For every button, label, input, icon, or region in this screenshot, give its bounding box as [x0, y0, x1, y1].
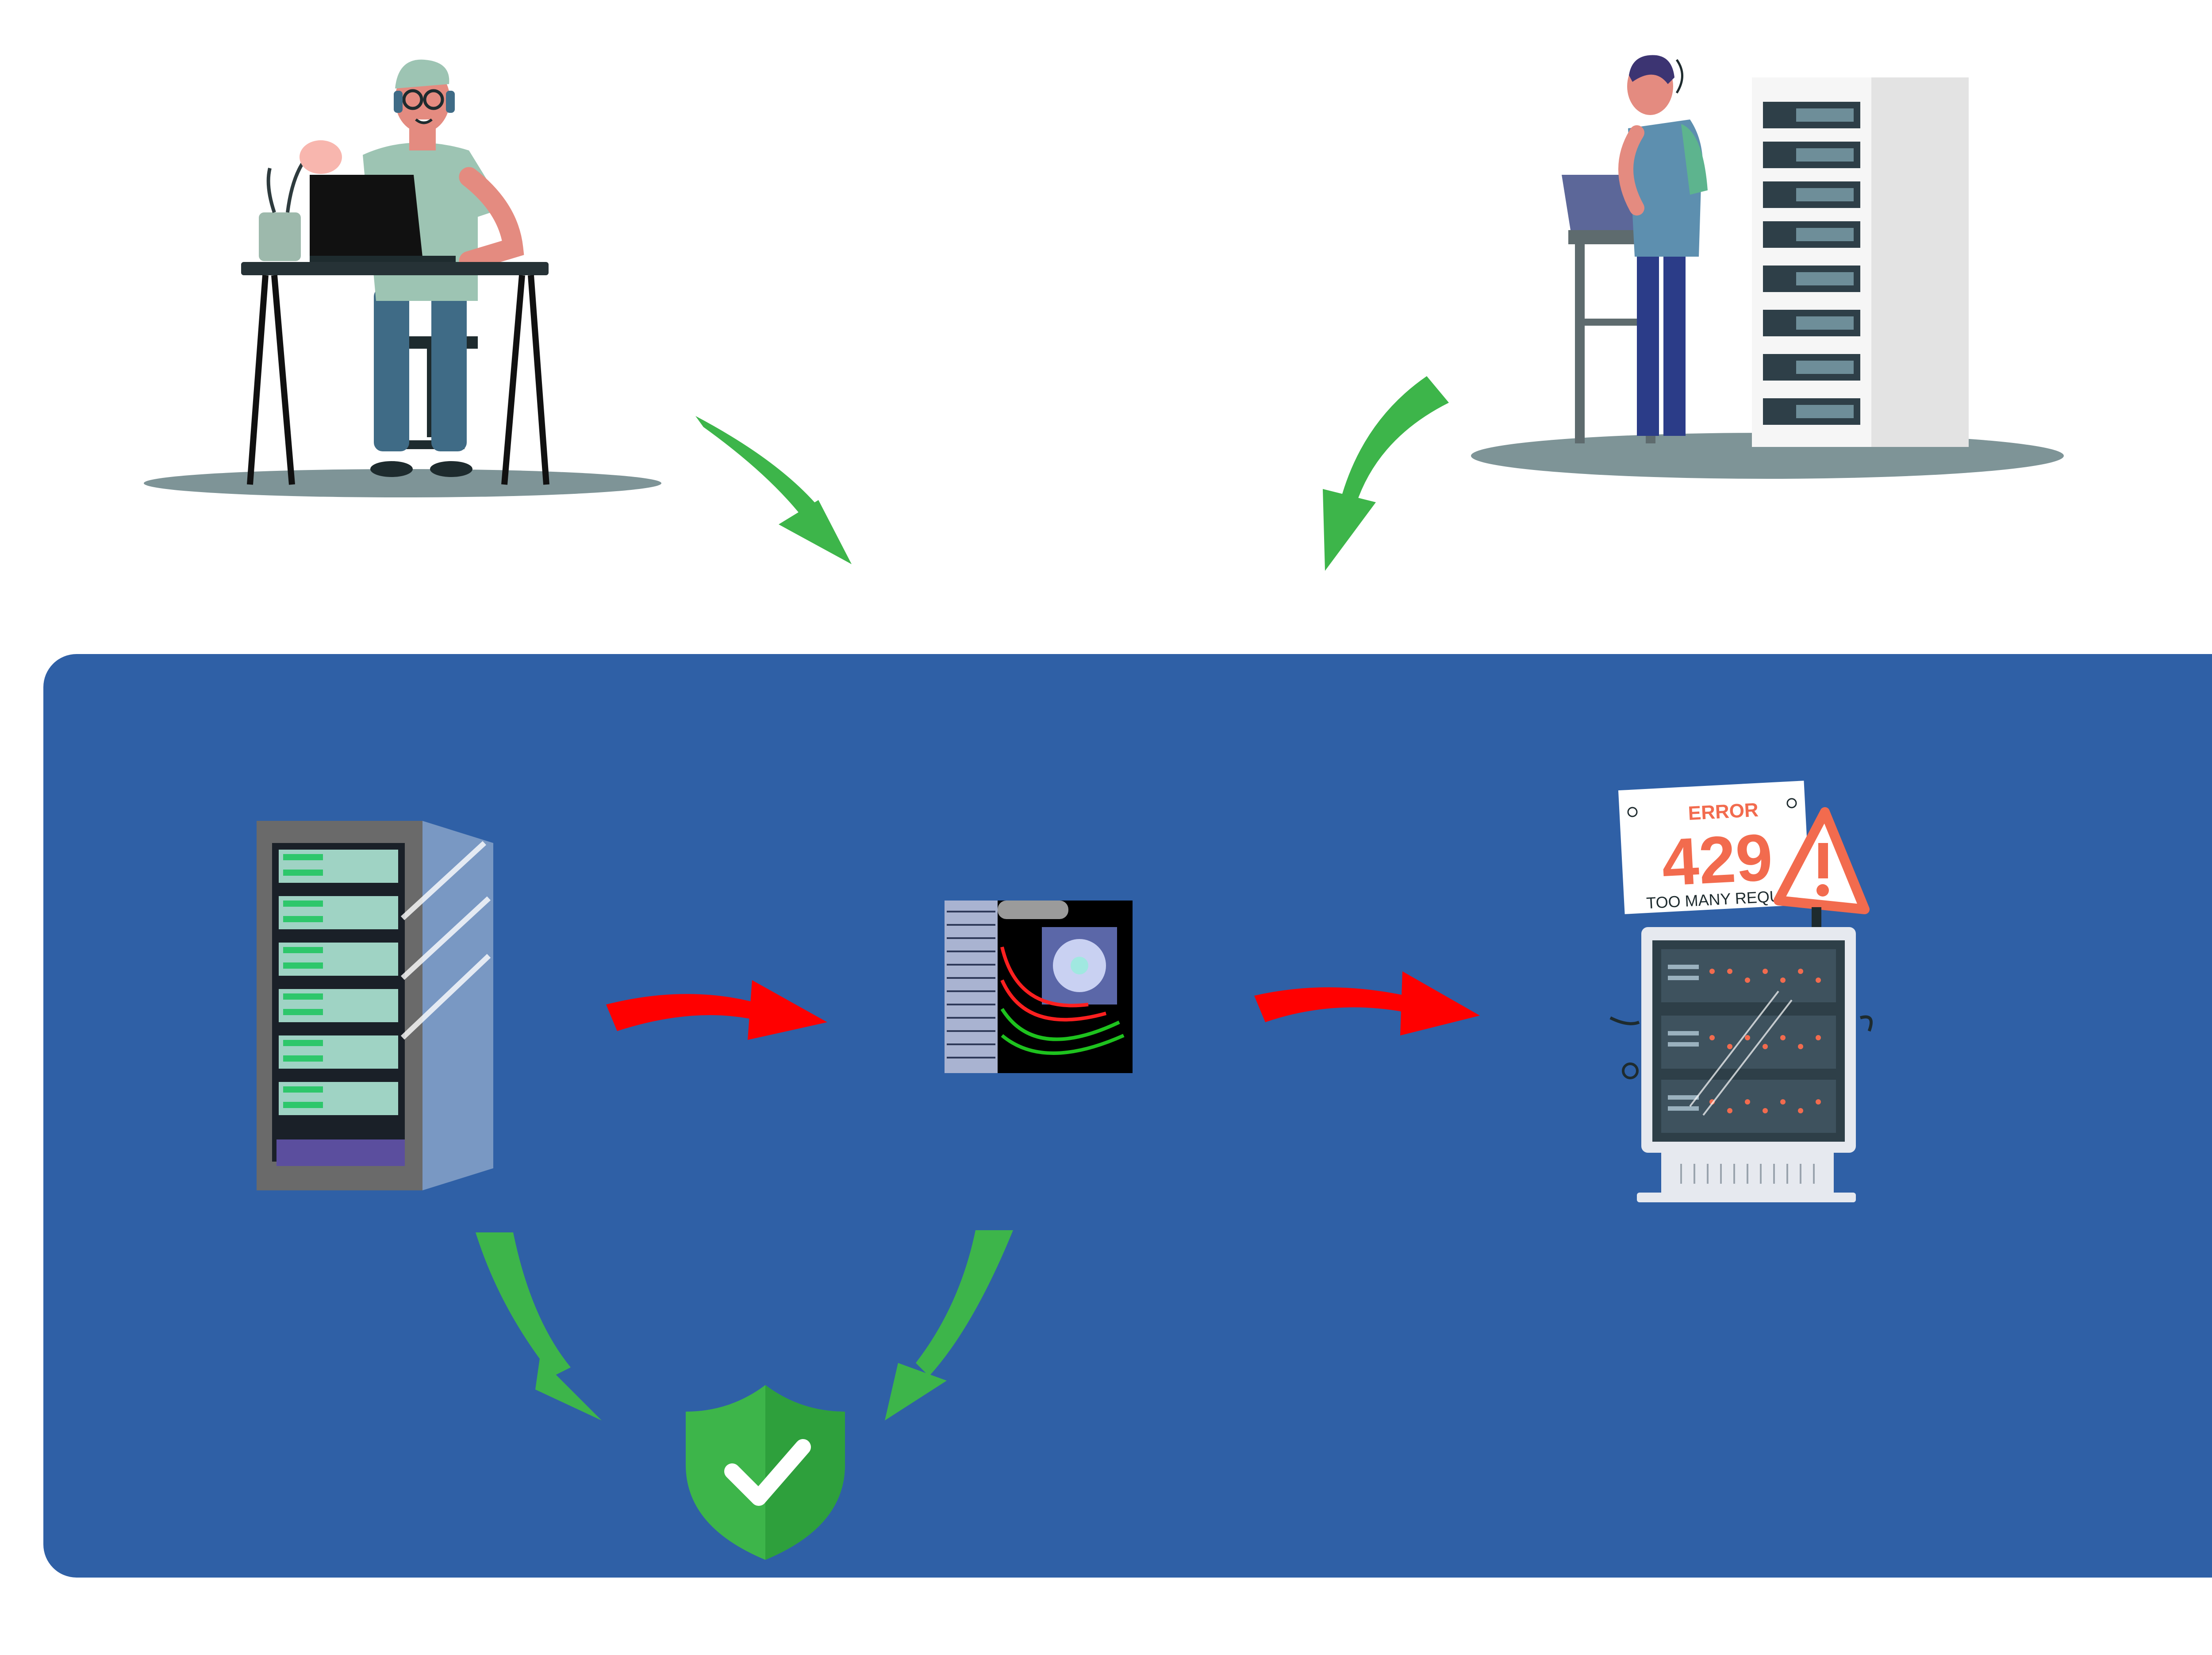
arrow-developer-to-panel: [695, 416, 852, 564]
warning-triangle-icon: [1774, 807, 1870, 927]
shield-check-icon: [686, 1385, 845, 1560]
admin-illustration: [1471, 55, 2064, 479]
arrow-rack-to-security: [476, 1232, 602, 1420]
developer-illustration: [144, 59, 661, 497]
motherboard-icon: [945, 901, 1133, 1073]
arrow-motherboard-to-security: [885, 1230, 1013, 1420]
server-rack-icon: [257, 821, 493, 1190]
error-label: ERROR: [1688, 799, 1759, 824]
arrow-admin-to-panel: [1323, 376, 1449, 571]
overloaded-server-icon: ERROR 429 TOO MANY REQUEST: [1609, 781, 1873, 1202]
arrow-rack-to-motherboard: [606, 980, 827, 1040]
arrow-motherboard-to-server: [1254, 971, 1480, 1035]
error-code: 429: [1660, 820, 1774, 900]
